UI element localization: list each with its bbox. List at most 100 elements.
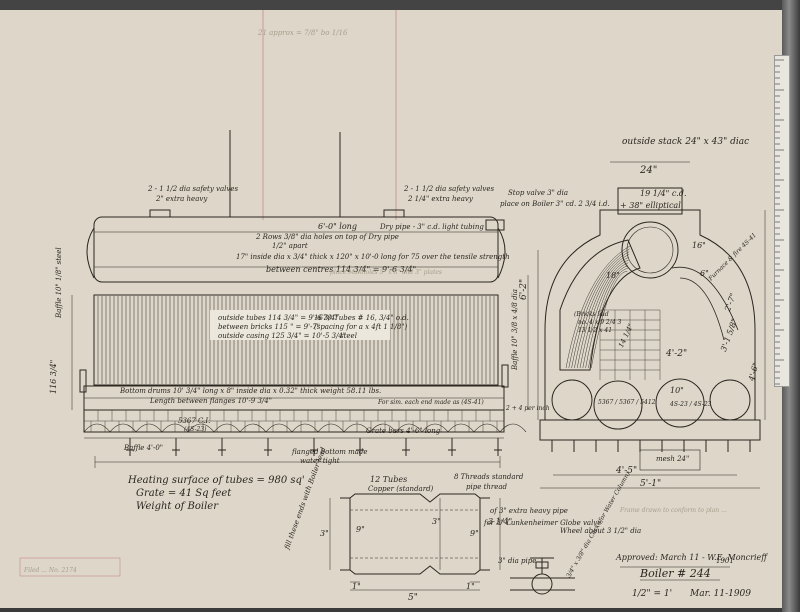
dim-4-5: 4'-5" <box>616 466 638 476</box>
label-drum-spec: 17" inside dia x 3/4" thick x 120" x 10'… <box>236 253 510 261</box>
label-drum-long: 6'-0" long <box>318 222 357 231</box>
label-water-tight: water tight <box>300 457 340 465</box>
label-sim-note: For sim. each end made as (4S-41) <box>378 399 484 406</box>
dim-3-mid: 3" <box>432 517 441 526</box>
label-bottom-drums: Bottom drums 10' 3/4" long x 8" inside d… <box>120 387 382 395</box>
grate-arches <box>83 423 527 433</box>
baffle-right: Baffle 10" 3/8 x 4/8 dia <box>511 289 519 370</box>
grate-area: Grate = 41 Sq feet <box>136 488 232 499</box>
upper-drum <box>93 216 499 283</box>
dim-19: 19 1/4" c.d. <box>640 189 687 198</box>
label-bricks-2: no. 4 x 9 2/4 3 <box>578 319 622 326</box>
label-flanged-bottom: flanged bottom made <box>292 448 368 456</box>
tube-bank <box>93 294 499 386</box>
approval: Approved: March 11 - W.E. Moncrieff <box>616 553 767 562</box>
baffle-left: Baffle 10" 1/8" steel <box>55 247 63 318</box>
globe-valve <box>510 557 575 595</box>
curved-tube-bank <box>559 239 641 371</box>
label-12-tubes: 12 Tubes <box>370 475 408 484</box>
dim-9: 9" <box>356 525 365 534</box>
label-valves-right: 2 - 1 1/2 dia safety valves <box>404 185 495 193</box>
approval-year: 1901 <box>716 557 734 565</box>
dim-1b: 1" <box>466 582 475 591</box>
label-pipe-thread-2: pipe thread <box>466 483 508 491</box>
dim-5-1: 5'-1" <box>640 479 662 489</box>
boiler-number: Boiler # 244 <box>640 567 711 580</box>
valve-note: of 3" extra heavy pipe <box>490 507 568 515</box>
dim-38: + 38" elliptical <box>620 201 681 210</box>
weight-of-boiler: Weight of Boiler <box>136 501 218 512</box>
faint-note-mid: place Manholes 5" x 8" and 3" plates <box>330 269 442 276</box>
label-wheel: Wheel about 3 1/2" dia <box>560 527 642 535</box>
nipple-detail <box>329 493 501 591</box>
end-upper-drum <box>621 221 679 279</box>
dim-9-2: 9" <box>470 529 479 538</box>
dim-116: 116 3/4" <box>49 359 58 394</box>
label-valves-right-2: 2 1/4" extra heavy <box>408 195 473 203</box>
label-holes: 2 Rows 3/8" dia holes on top of Dry pipe <box>256 233 399 241</box>
boiler-drawing <box>19 10 766 595</box>
faint-note-bottom-left: Filed ... No. 2174 <box>24 567 77 574</box>
dim-6-2: 6'-2" <box>519 278 529 300</box>
tube-spec-f: steel <box>340 332 357 340</box>
label-cast-iron: 5367 C.I. <box>178 417 211 425</box>
end-base <box>539 419 761 441</box>
label-drum-inner: 5367 / 5367 / 5412 <box>598 399 656 406</box>
end-bottom-drum-left <box>551 379 593 421</box>
dim-4-2: 4'-2" <box>666 349 688 359</box>
brick-lines <box>83 410 504 432</box>
label-ring-note: 2 + 4 per inch <box>506 405 550 412</box>
tube-spec-d: 1670 Tubes # 16, 3/4" o.d. <box>314 314 409 322</box>
label-cast-iron-2: (4S-23) <box>184 426 207 433</box>
label-bricks: (Bricks laid <box>574 311 609 318</box>
scale: 1/2" = 1' <box>632 589 673 599</box>
tube-spec-b: between bricks 115 " = 9'-7" <box>218 323 321 331</box>
label-bricks-3: 13 1/2 x 41 <box>578 327 613 334</box>
valve-note-2: for 3" Lunkenheimer Globe valve <box>484 519 602 527</box>
label-grate-bars: Grate bars 4'-6" long <box>366 427 441 435</box>
faint-note-top: 21 approx = 7/8" bo 1/16 <box>258 29 348 37</box>
scanner-top-band <box>0 0 800 10</box>
drum-cap-left <box>86 227 95 279</box>
label-centres: between centres 114 3/4" = 9'-6 3/4" <box>266 265 417 274</box>
safety-valve-left <box>149 209 171 218</box>
dim-10: 10" <box>670 386 684 395</box>
label-mesh: mesh 24" <box>656 455 690 463</box>
dim-1a: 1" <box>352 582 361 591</box>
label-holes-2: 1/2" apart <box>272 242 308 250</box>
label-stop-valve-2: place on Boiler 3" cd. 2 3/4 i.d. <box>500 200 610 208</box>
stack <box>617 187 683 215</box>
end-bottom-drum-mid <box>593 380 643 430</box>
label-length-flanges: Length between flanges 10'-9 3/4" <box>150 397 272 405</box>
dim-5: 5" <box>408 593 418 603</box>
tube-label-box <box>210 310 390 340</box>
label-stop-valve: Stop valve 3" dia <box>508 189 569 197</box>
safety-valve-right <box>383 209 405 218</box>
faint-note-right: Frame drawn to conform to plan ... <box>620 507 727 514</box>
tube-spec-a: outside tubes 114 3/4" = 9'-6 3/4" <box>218 314 339 322</box>
label-dry-pipe: Dry pipe - 3" c.d. light tubing <box>380 223 484 231</box>
end-bottom-drum-right <box>655 378 705 428</box>
end-section <box>537 161 766 489</box>
drawing-date: Mar. 11-1909 <box>690 589 752 599</box>
label-valves-left-2: 2" extra heavy <box>156 195 208 203</box>
dim-6: 6" <box>700 269 709 278</box>
support-legs <box>126 438 502 456</box>
label-12-tubes-2: Copper (standard) <box>368 485 434 493</box>
dim-3-left: 3" <box>320 529 329 538</box>
tube-spec-e: (spacing for a x 4ft 1 1/8") <box>314 323 408 331</box>
drum-cap-right <box>497 227 506 279</box>
label-pipe-3: 3" dia pipe <box>498 557 537 565</box>
dim-24: 24" <box>640 165 658 176</box>
filing-stamp <box>19 557 121 577</box>
label-valves-left: 2 - 1 1/2 dia safety valves <box>148 185 239 193</box>
label-baffle-4: Baffle 4'-0" <box>124 444 164 452</box>
curved-tubes <box>565 245 631 369</box>
label-drum-inner-2: 4S-23 / 4S-23 <box>670 401 712 408</box>
scale-ruler <box>774 55 790 387</box>
tube-spec-c: outside casing 125 3/4" = 10'-5 3/4" <box>218 332 347 340</box>
label-outside-stack: outside stack 24" x 43" diac <box>622 137 750 147</box>
dim-3-right: 3 1/4" <box>488 517 513 526</box>
label-pipe-thread: 8 Threads standard <box>454 473 524 481</box>
dim-16: 16" <box>692 241 706 250</box>
